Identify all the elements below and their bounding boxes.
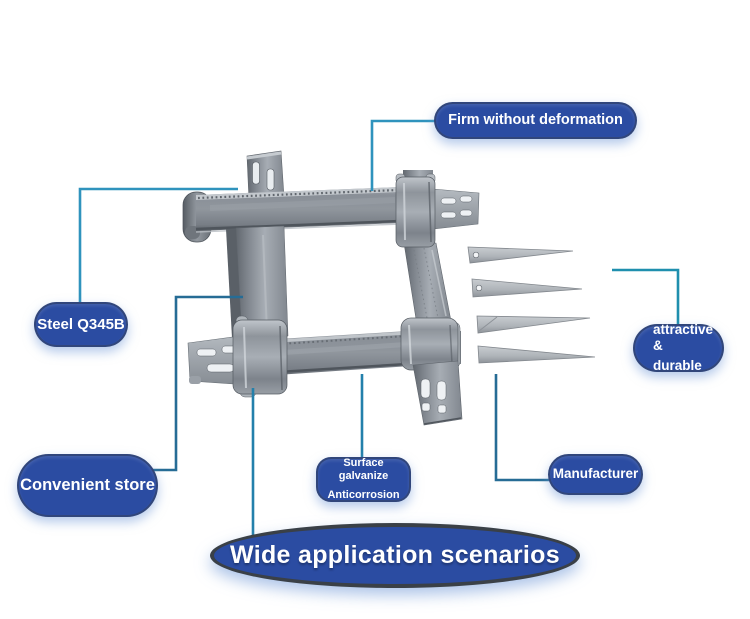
callout-line-manufacturer (494, 374, 550, 482)
bracket-assembly (182, 150, 596, 426)
callout-attractive-durable: attractive & durable (633, 322, 724, 373)
top-beam-slotted-plate (432, 188, 480, 230)
right-rail-top-clamp (395, 173, 436, 248)
callout-manufacturer-label: Manufacturer (552, 466, 639, 482)
callout-surface-galvanize: Surface galvanize Anticorrosion (316, 457, 411, 502)
callout-convenient-store: Convenient store (17, 454, 158, 517)
left-rail-lower (226, 225, 289, 340)
callout-firm-deformation: Firm without deformation (434, 102, 637, 139)
callout-surface-line1: Surface galvanize (338, 457, 389, 483)
callout-line-firm (370, 119, 435, 191)
callout-line-convenient (138, 295, 243, 472)
callout-manufacturer: Manufacturer (548, 454, 643, 495)
top-beam (182, 187, 401, 243)
callout-attractive-line2: durable (653, 357, 702, 373)
callout-attractive-line1: attractive & (653, 322, 714, 354)
callout-steel-label: Steel Q345B (37, 315, 125, 333)
wedge-anchors (467, 246, 596, 364)
callout-wide-application-banner: Wide application scenarios (210, 523, 580, 588)
right-rail-bottom (412, 360, 463, 426)
callout-line-steel (78, 187, 238, 304)
callout-wide-label: Wide application scenarios (230, 541, 560, 569)
callout-convenient-label: Convenient store (20, 475, 155, 494)
left-rail-bottom-clamp (232, 315, 288, 398)
callout-steel-grade: Steel Q345B (34, 302, 128, 347)
callout-firm-label: Firm without deformation (448, 111, 623, 128)
callout-line-attractive (612, 268, 680, 326)
callout-lines (78, 119, 680, 542)
callout-surface-line2: Anticorrosion (327, 488, 400, 501)
